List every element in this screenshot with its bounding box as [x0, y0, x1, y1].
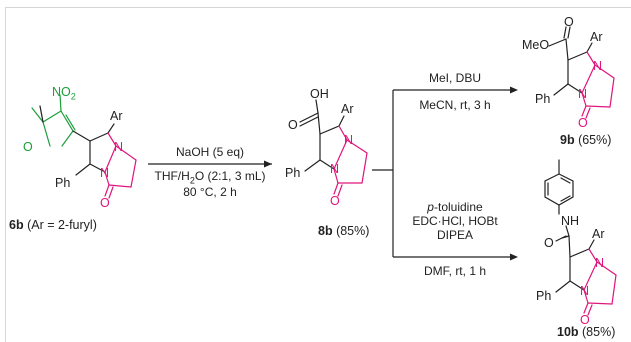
compound-10b-structure [544, 159, 617, 316]
step1-solvent: THF/H2O (2:1, 3 mL) [154, 169, 266, 186]
pyrazolidinone-core [104, 132, 137, 199]
step1-temperature-time: 80 °C, 2 h [183, 185, 237, 199]
ph-label-9b: Ph [535, 92, 551, 106]
amide-coupling-reagents: EDC·HCl, HOBt [412, 214, 498, 228]
meo-label-9b: MeO [522, 38, 550, 52]
compound-9b-structure [548, 26, 615, 119]
ph-label-8b: Ph [285, 166, 301, 180]
ester-reagents: MeI, DBU [428, 71, 481, 85]
branch-connector [372, 89, 516, 258]
n2-label-6b: N [100, 166, 110, 180]
compound-9b-caption: 9b (65%) [560, 133, 612, 147]
arrow-head-amide [510, 253, 518, 261]
nh-label-10b: NH [561, 214, 580, 228]
amide-amine: p-toluidine [427, 200, 483, 214]
ester-conditions: MeCN, rt, 3 h [419, 98, 491, 112]
nitro-group-label: NO2 [52, 85, 76, 102]
compound-8b-caption: 8b (85%) [318, 224, 370, 238]
n1-label-6b: N [114, 140, 124, 154]
carbonyl-o-label-8b: O [330, 194, 340, 208]
ph-label-6b: Ph [55, 176, 71, 190]
n2-label-8b: N [330, 162, 340, 176]
isoxazole-n-label: O [23, 140, 33, 154]
carbonyl-o-label-6b: O [100, 196, 110, 210]
frame-border [5, 7, 631, 342]
carbonyl-o-label-10b: O [580, 313, 590, 327]
amide-conditions: DMF, rt, 1 h [423, 264, 486, 278]
ph-label-10b: Ph [536, 289, 552, 303]
compound-10b-caption: 10b (85%) [557, 325, 616, 339]
ar-label-10b: Ar [592, 227, 605, 241]
oh-label-8b: OH [310, 87, 329, 101]
reaction-arrow-1 [148, 160, 272, 168]
compound-6b-caption: 6b (Ar = 2-furyl) [9, 218, 97, 232]
ester-o-label-9b: O [564, 15, 574, 29]
compound-6b-structure [31, 94, 137, 199]
core-carbons [72, 123, 115, 176]
amide-base: DIPEA [436, 228, 473, 242]
tolyl-ring [544, 159, 595, 293]
n1-label-10b: N [595, 256, 605, 270]
n2-label-10b: N [580, 284, 590, 298]
ar-label-9b: Ar [590, 30, 603, 44]
isoxazole-ring [31, 94, 76, 147]
arrow-head-ester [510, 86, 518, 94]
compound-8b-structure [299, 99, 368, 197]
ar-label-8b: Ar [341, 102, 354, 116]
acid-o-label-8b: O [288, 118, 298, 132]
n1-label-8b: N [344, 133, 354, 147]
carbonyl-o-label-9b: O [578, 116, 588, 130]
n2-label-9b: N [578, 87, 588, 101]
n1-label-9b: N [593, 59, 603, 73]
amide-o-label-10b: O [544, 236, 554, 250]
ar-label-6b: Ar [110, 109, 123, 123]
step1-reagent: NaOH (5 eq) [175, 145, 245, 159]
